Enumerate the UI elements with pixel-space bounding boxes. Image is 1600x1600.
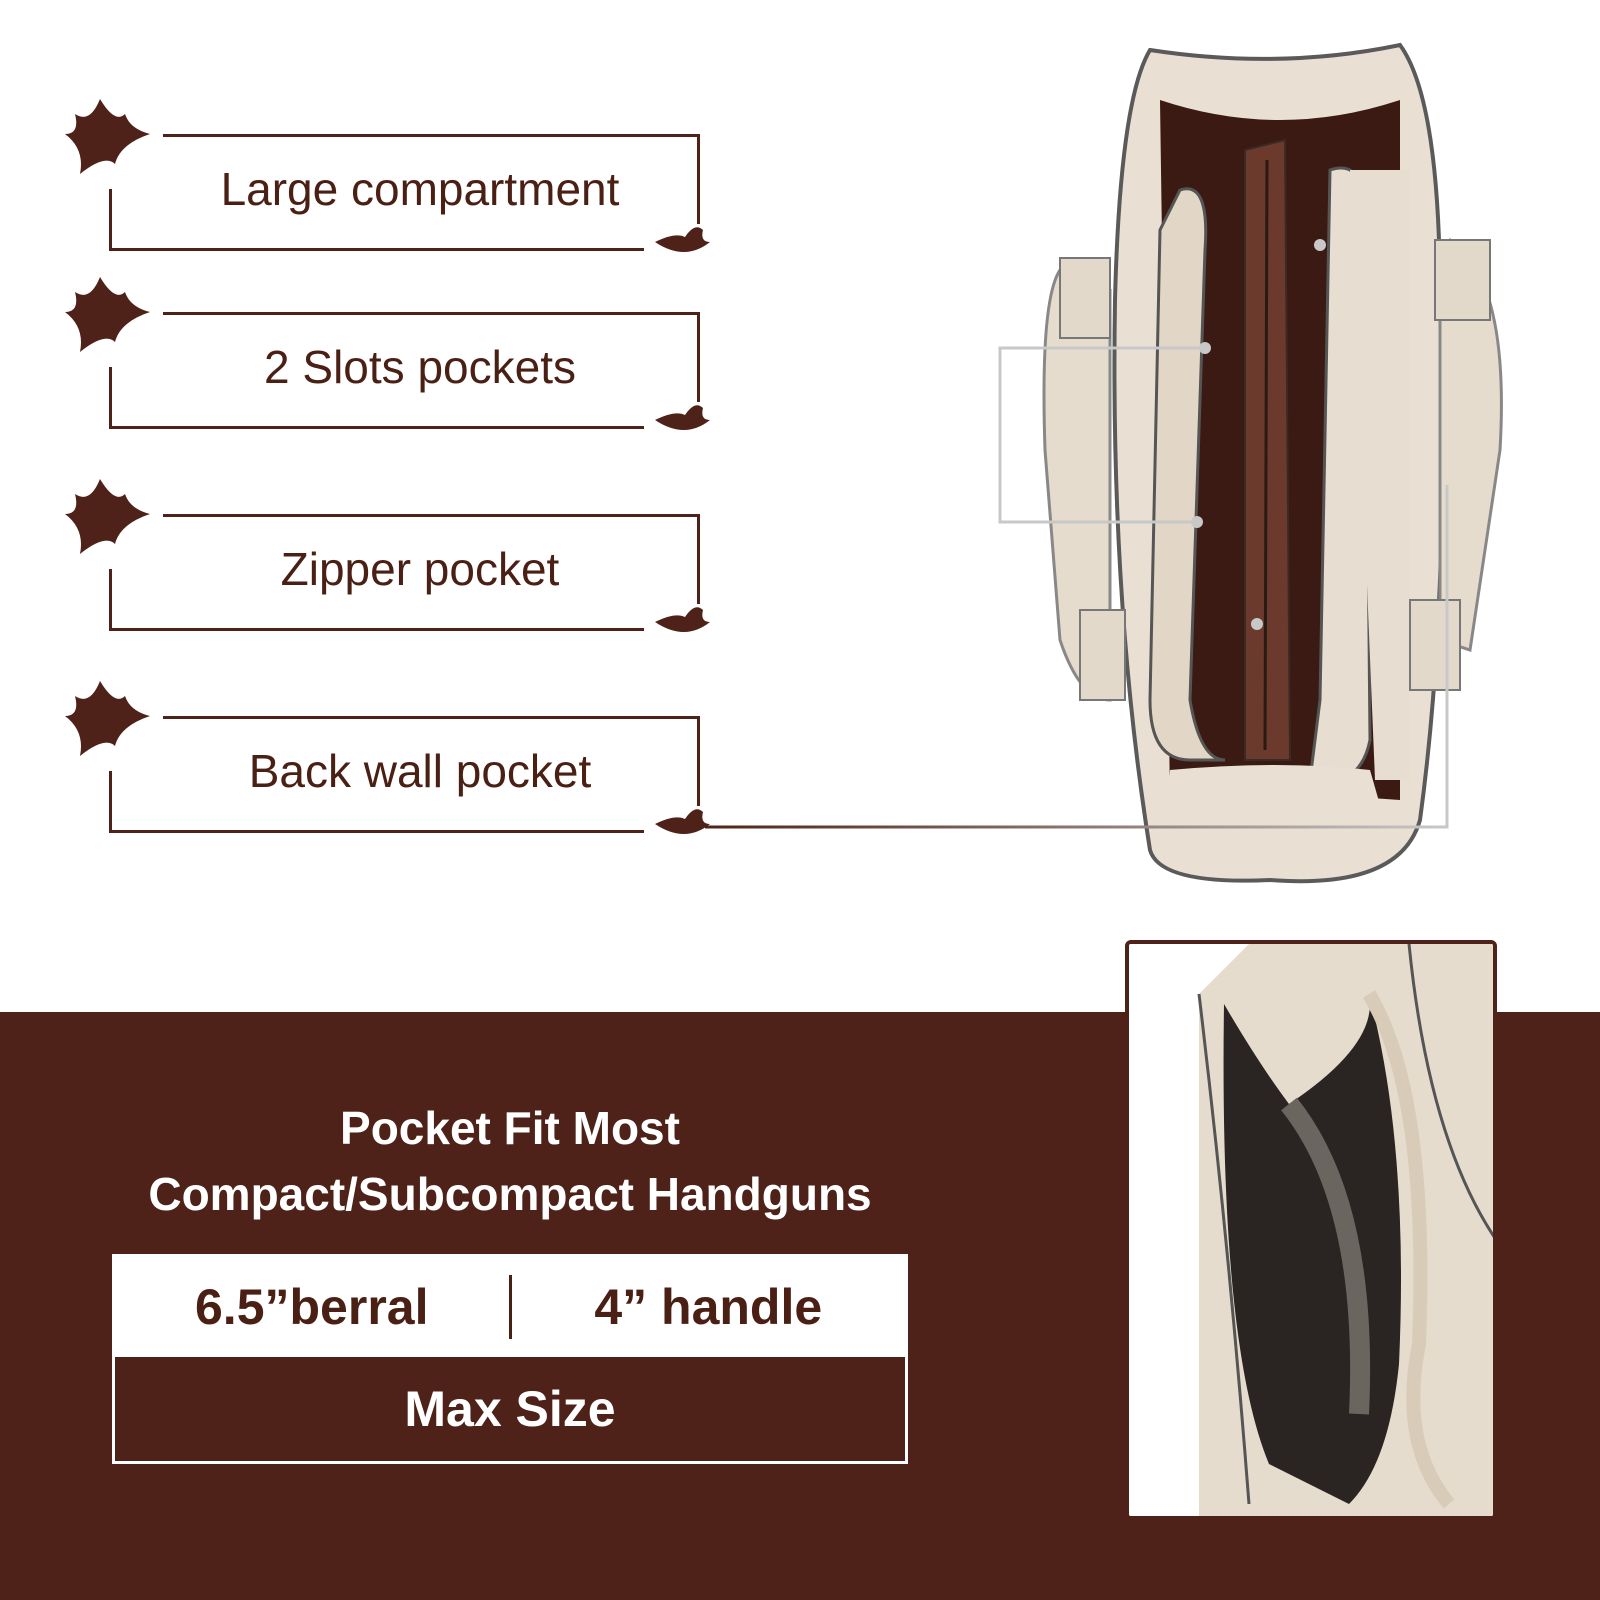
divider	[508, 1275, 512, 1339]
pocket-photo	[1125, 940, 1497, 1520]
callout-label: Zipper pocket	[280, 543, 560, 595]
heading-line-2: Compact/Subcompact Handguns	[148, 1168, 872, 1220]
handgun-heading: Pocket Fit Most Compact/Subcompact Handg…	[100, 1095, 920, 1227]
callout-large-compartment: Large compartment	[60, 94, 720, 264]
callout-label: Large compartment	[220, 163, 620, 215]
leaf-ornament-icon	[655, 227, 710, 252]
size-table: 6.5”berral 4” handle Max Size	[112, 1254, 908, 1464]
callout-zipper-pocket: Zipper pocket	[60, 474, 720, 644]
handbag-image	[1042, 42, 1503, 884]
connector-lines	[705, 42, 1503, 884]
flower-ornament-icon	[65, 681, 150, 756]
leaf-ornament-icon	[655, 607, 710, 632]
callout-label: 2 Slots pockets	[264, 341, 576, 393]
heading-line-1: Pocket Fit Most	[340, 1102, 680, 1154]
max-size-label: Max Size	[404, 1381, 616, 1437]
barrel-size: 6.5”berral	[195, 1279, 429, 1335]
leaf-ornament-icon	[655, 809, 710, 834]
flower-ornament-icon	[65, 479, 150, 554]
leaf-ornament-icon	[655, 405, 710, 430]
callout-label: Back wall pocket	[248, 745, 592, 797]
handle-size: 4” handle	[594, 1279, 823, 1335]
flower-ornament-icon	[65, 277, 150, 352]
callout-back-wall-pocket: Back wall pocket	[60, 676, 720, 846]
callout-slot-pockets: 2 Slots pockets	[60, 272, 720, 442]
flower-ornament-icon	[65, 99, 150, 174]
pocket-photo-image	[1129, 944, 1493, 1516]
